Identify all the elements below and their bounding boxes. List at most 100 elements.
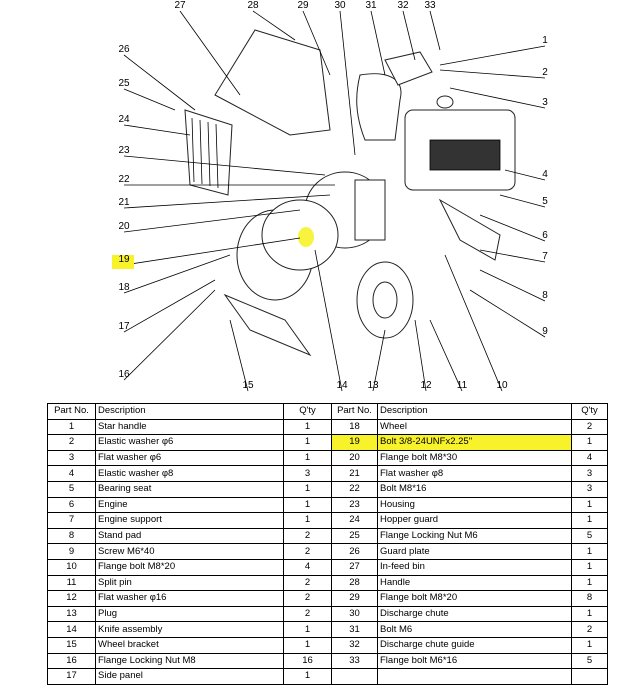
description-cell: Elastic washer φ6 [95, 434, 284, 451]
callout-label-13: 13 [367, 380, 379, 391]
callout-leader-line [402, 10, 416, 61]
part-no-cell: 23 [331, 496, 378, 514]
part-no-cell: 29 [331, 590, 378, 607]
qty-cell: 2 [283, 590, 332, 607]
callout-label-2: 2 [542, 67, 548, 78]
part-no-cell: 33 [331, 652, 378, 670]
qty-cell: 1 [571, 605, 608, 623]
description-cell: Flat washer φ16 [95, 590, 284, 607]
callout-label-4: 4 [542, 169, 548, 180]
part-no-cell: 24 [331, 512, 378, 529]
callout-leader-line [123, 124, 191, 136]
engine-support [438, 198, 501, 261]
callout-label-19: 19 [118, 254, 130, 265]
in-feed-bin [214, 29, 331, 136]
qty-cell: 1 [571, 512, 608, 529]
table-header-row: Part No. Description Q'ty Part No. Descr… [47, 403, 608, 420]
callout-label-26: 26 [118, 44, 130, 55]
callout-label-31: 31 [365, 0, 377, 11]
description-cell: Side panel [95, 668, 284, 685]
description-cell: Flange bolt M8*20 [95, 558, 284, 576]
header-qty: Q'ty [283, 403, 332, 420]
callout-label-15: 15 [242, 380, 254, 391]
callout-leader-line [314, 249, 343, 392]
qty-cell: 1 [571, 558, 608, 576]
part-no-cell: 9 [47, 543, 96, 560]
callout-leader-line [229, 319, 249, 392]
callout-leader-line [123, 155, 326, 176]
callout-leader-line [123, 88, 176, 111]
description-cell: Knife assembly [95, 621, 284, 638]
callout-label-18: 18 [118, 282, 130, 293]
guard-plate [191, 117, 219, 189]
parts-table: Part No. Description Q'ty Part No. Descr… [47, 403, 608, 685]
description-cell [377, 668, 572, 685]
qty-cell: 1 [283, 621, 332, 638]
qty-cell: 4 [571, 449, 608, 467]
callout-leader-line [469, 289, 546, 338]
part-no-cell: 19 [331, 434, 378, 451]
callout-leader-line [252, 10, 296, 41]
callout-leader-line [123, 54, 196, 111]
part-no-cell: 16 [47, 652, 96, 670]
description-cell: Flange Locking Nut M8 [95, 652, 284, 670]
header-description: Description [95, 403, 284, 420]
description-cell: Bolt M8*16 [377, 480, 572, 498]
qty-cell: 1 [283, 449, 332, 467]
description-cell: Flat washer φ8 [377, 465, 572, 482]
exploded-parts-diagram: 1234567891011121314151617181920212223242… [112, 0, 548, 392]
qty-cell [571, 668, 608, 685]
callout-label-28: 28 [247, 0, 259, 11]
callout-leader-line [372, 329, 386, 392]
callout-leader-line [429, 319, 463, 392]
callout-leader-line [370, 10, 386, 76]
qty-cell: 1 [571, 636, 608, 654]
qty-cell: 1 [283, 668, 332, 685]
part-no-cell: 1 [47, 418, 96, 436]
callout-leader-line [123, 279, 216, 333]
callout-label-29: 29 [297, 0, 309, 11]
callout-label-11: 11 [457, 380, 468, 391]
description-cell: Engine [95, 496, 284, 514]
qty-cell: 2 [283, 605, 332, 623]
callout-label-25: 25 [118, 78, 130, 89]
part-no-cell [331, 668, 378, 685]
part-no-cell: 27 [331, 558, 378, 576]
callout-label-30: 30 [334, 0, 346, 11]
qty-cell: 1 [283, 512, 332, 529]
callout-leader-line [439, 45, 546, 66]
callout-leader-line [439, 69, 546, 79]
callout-leader-line [123, 194, 331, 209]
callout-leader-line [123, 209, 301, 233]
qty-cell: 2 [571, 418, 608, 436]
part-no-cell: 28 [331, 574, 378, 592]
hopper-guard [184, 109, 233, 196]
part-no-cell: 20 [331, 449, 378, 467]
qty-cell: 4 [283, 558, 332, 576]
callout-leader-line [414, 319, 427, 392]
callout-label-33: 33 [424, 0, 436, 11]
callout-label-17: 17 [118, 321, 130, 332]
part-no-cell: 22 [331, 480, 378, 498]
callout-leader-line [123, 254, 231, 294]
callout-leader-line [302, 10, 331, 76]
part-no-cell: 14 [47, 621, 96, 638]
part-no-cell: 32 [331, 636, 378, 654]
callout-label-20: 20 [118, 221, 130, 232]
qty-cell: 16 [283, 652, 332, 670]
qty-cell: 2 [283, 543, 332, 560]
callout-leader-line [179, 10, 241, 96]
part-no-cell: 12 [47, 590, 96, 607]
description-cell: Discharge chute [377, 605, 572, 623]
description-cell: Flange bolt M6*16 [377, 652, 572, 670]
part-no-cell: 26 [331, 543, 378, 560]
part-no-cell: 7 [47, 512, 96, 529]
